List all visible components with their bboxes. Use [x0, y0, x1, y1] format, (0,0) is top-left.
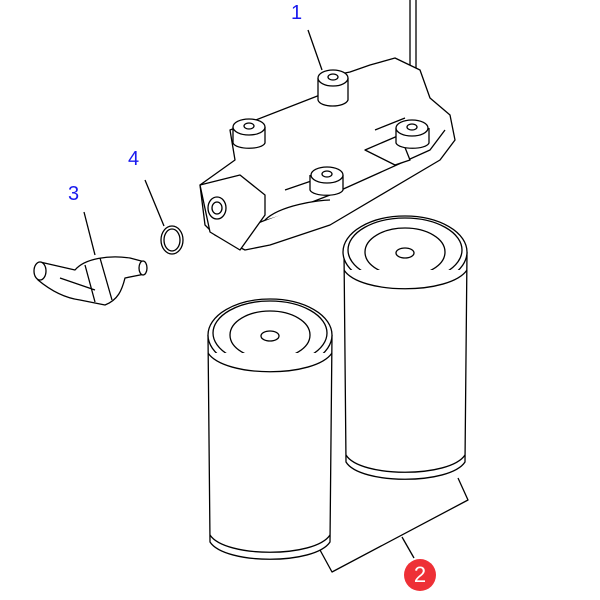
filter-left	[207, 298, 333, 560]
leader-lines	[83, 29, 469, 573]
filter-head	[199, 57, 456, 251]
callout-3[interactable]: 3	[68, 183, 80, 205]
callout-1[interactable]: 1	[291, 2, 303, 24]
filter-right	[342, 215, 468, 480]
elbow-fitting	[33, 256, 148, 306]
o-ring	[160, 225, 184, 255]
callout-2-badge[interactable]: 2	[404, 559, 436, 591]
callout-4[interactable]: 4	[128, 148, 140, 170]
